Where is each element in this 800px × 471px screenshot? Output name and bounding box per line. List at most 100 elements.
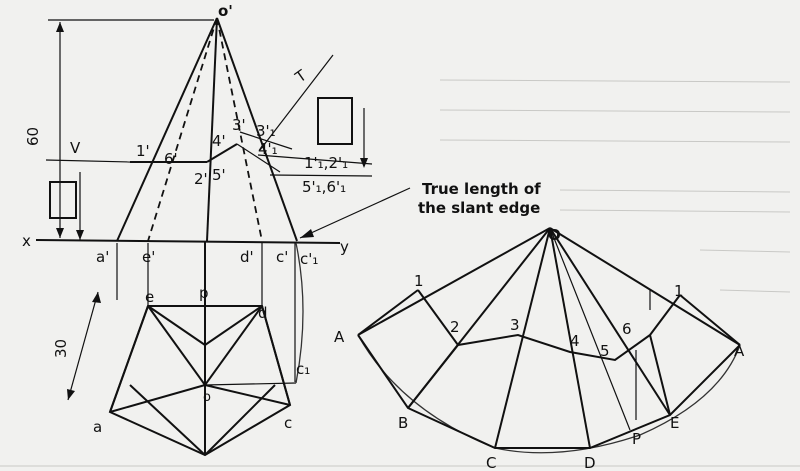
label-dev-D: D <box>584 454 596 471</box>
view-arrow-right-head <box>360 158 368 168</box>
hidden-edge-e <box>147 17 218 242</box>
inner-a-b <box>129 384 206 456</box>
label-5-prime: 5' <box>212 166 226 184</box>
dev-edge-C <box>494 227 551 449</box>
label-5-6: 5'₁,6'₁ <box>302 178 346 196</box>
label-c-prime: c' <box>276 248 288 266</box>
slant-edge-c <box>216 17 298 242</box>
label-dev-A-right: A <box>734 342 745 360</box>
inner-e-p <box>147 305 206 346</box>
inner-d-c <box>261 305 291 406</box>
label-a-prime: a' <box>96 248 109 266</box>
section-line-mid <box>206 143 238 163</box>
dim-arrow-bottom <box>56 228 64 238</box>
label-dev-5: 5 <box>600 342 610 360</box>
front-view <box>35 17 411 244</box>
label-dim-30: 30 <box>52 339 70 358</box>
radial-a <box>109 384 206 413</box>
label-o-prime: o' <box>218 2 233 20</box>
inner-e-a <box>109 305 149 413</box>
xy-reference-line <box>35 239 341 244</box>
label-dev-C: C <box>486 454 496 471</box>
dim30-arrow-bottom <box>67 389 75 400</box>
label-true-length-2: the slant edge <box>418 199 540 217</box>
label-dev-6: 6 <box>622 320 632 338</box>
label-d-prime: d' <box>240 248 254 266</box>
label-dev-1b: 1 <box>674 282 684 300</box>
label-dev-4: 4 <box>570 332 580 350</box>
label-p: p <box>199 284 209 302</box>
projector-1 <box>257 154 373 165</box>
label-a: a <box>93 418 102 436</box>
view-arrow-box-right <box>317 97 353 145</box>
label-1-2: 1'₁,2'₁ <box>304 154 348 172</box>
dev-edge-E <box>549 227 671 416</box>
label-3-1: 3'₁ <box>256 122 276 140</box>
dev-edge-A-right <box>549 227 741 346</box>
development <box>357 227 741 454</box>
label-4-1: 4'₁ <box>258 140 278 158</box>
label-e-prime: e' <box>142 248 155 266</box>
dim-arrow-top <box>56 22 64 32</box>
development-arc <box>357 334 741 454</box>
slant-edge-p <box>206 17 218 242</box>
true-length-pointer-head <box>300 229 314 238</box>
dim30-arrow-top <box>92 292 101 303</box>
label-6-prime: 6' <box>164 150 178 168</box>
pentagon-outline <box>108 305 292 457</box>
label-2-prime: 2' <box>194 170 208 188</box>
label-3-prime: 3' <box>232 116 246 134</box>
label-dev-3: 3 <box>510 316 520 334</box>
label-dev-O: O <box>548 226 561 244</box>
label-dev-P: P <box>632 430 641 448</box>
label-dev-B: B <box>398 414 408 432</box>
label-d: d <box>258 304 268 322</box>
dev-connector-1 <box>357 289 419 336</box>
label-T: T <box>291 66 310 87</box>
c1-line <box>204 382 297 386</box>
hidden-edge-d <box>216 17 263 242</box>
label-dev-A-left: A <box>334 328 345 346</box>
label-c1-prime: c'₁ <box>300 250 318 268</box>
slant-edge-a <box>116 17 218 242</box>
radial-d <box>204 305 263 386</box>
label-c1: c₁ <box>296 360 310 378</box>
radial-e <box>147 305 206 386</box>
projector-2 <box>269 174 373 177</box>
dev-edge-P <box>549 227 631 431</box>
true-length-arrow-line <box>259 54 334 151</box>
true-length-pointer <box>299 187 411 239</box>
label-V: V <box>70 139 81 157</box>
view-plane-line <box>45 159 131 163</box>
label-y: y <box>340 238 349 256</box>
view-arrow-left-head <box>76 230 84 240</box>
inner-d-p <box>204 305 263 346</box>
radial-c <box>204 384 291 406</box>
label-dim-60: 60 <box>24 127 42 146</box>
dev-edge-A-left <box>357 227 551 336</box>
label-dev-1: 1 <box>414 272 424 290</box>
top-view <box>67 241 304 457</box>
label-dev-E: E <box>670 414 679 432</box>
inner-c-b <box>204 384 276 456</box>
section-line-right <box>236 143 281 173</box>
label-c: c <box>284 414 292 432</box>
label-e: e <box>145 288 154 306</box>
projector-3 <box>239 131 293 150</box>
label-1-prime: 1' <box>136 142 150 160</box>
dev-connector-5 <box>649 334 671 416</box>
view-arrow-box-left <box>49 181 77 219</box>
background-noise <box>0 79 800 467</box>
c1-arc <box>295 242 304 384</box>
label-o: o <box>203 390 211 405</box>
label-4-prime: 4' <box>212 132 226 150</box>
label-x: x <box>22 232 31 250</box>
label-true-length-1: True length of <box>422 180 541 198</box>
label-dev-2: 2 <box>450 318 460 336</box>
development-outline <box>357 334 741 449</box>
dev-connector-6 <box>679 294 741 346</box>
dev-connector-2 <box>407 344 459 409</box>
dev-edge-D <box>549 227 591 449</box>
